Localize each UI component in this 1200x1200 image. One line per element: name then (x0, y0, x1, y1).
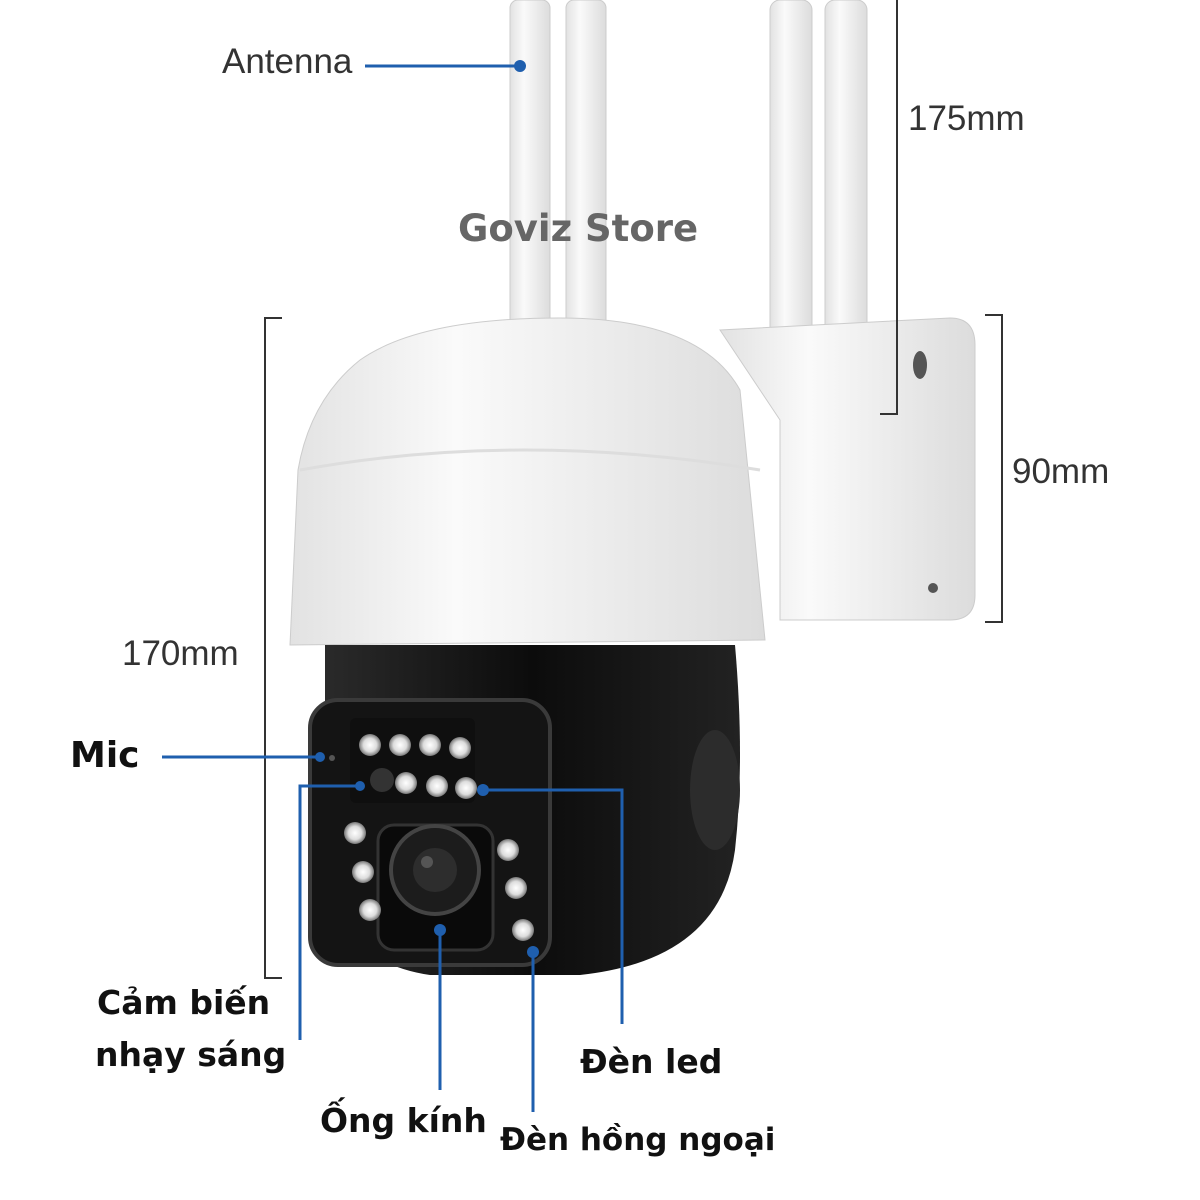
antenna-height-label: 175mm (908, 99, 1025, 138)
bracket-height-label: 90mm (1012, 452, 1110, 491)
dimension-lines (264, 0, 1003, 979)
infrared-leds (344, 822, 534, 941)
led-label: Đèn led (580, 1042, 723, 1081)
light-sensor-label-line2: nhạy sáng (95, 1035, 287, 1074)
light-sensor (370, 768, 394, 792)
mic-label: Mic (70, 735, 140, 776)
light-sensor-label-line1: Cảm biến (97, 983, 271, 1022)
watermark: Goviz Store (458, 207, 699, 250)
body-height-label: 170mm (122, 634, 239, 673)
wall-bracket (719, 317, 976, 621)
antenna-label: Antenna (222, 42, 353, 81)
mic-hole (329, 755, 335, 761)
camera-dome (289, 317, 766, 646)
callout-lines (162, 64, 624, 1112)
callout-dots (315, 60, 539, 958)
infrared-label: Đèn hồng ngoại (500, 1122, 776, 1158)
led-array (359, 734, 477, 799)
lens-label: Ống kính (320, 1101, 487, 1140)
